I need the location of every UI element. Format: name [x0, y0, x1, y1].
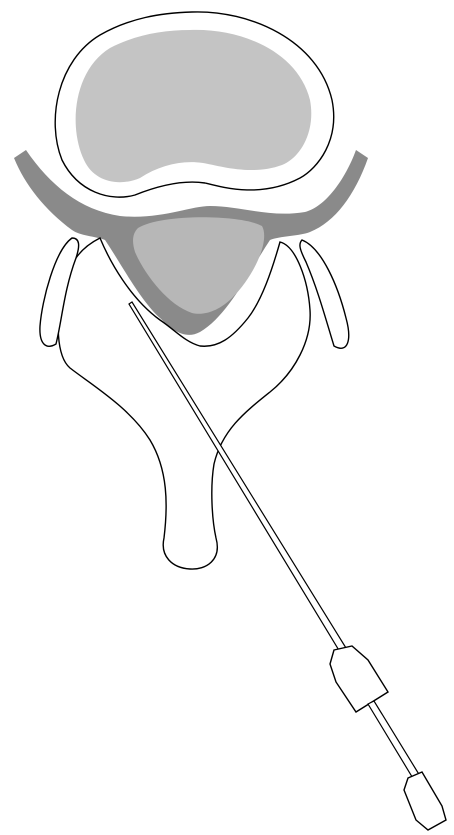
- needle-hub: [330, 646, 388, 712]
- stylet-shaft: [368, 701, 420, 780]
- stylet-cap: [404, 772, 446, 830]
